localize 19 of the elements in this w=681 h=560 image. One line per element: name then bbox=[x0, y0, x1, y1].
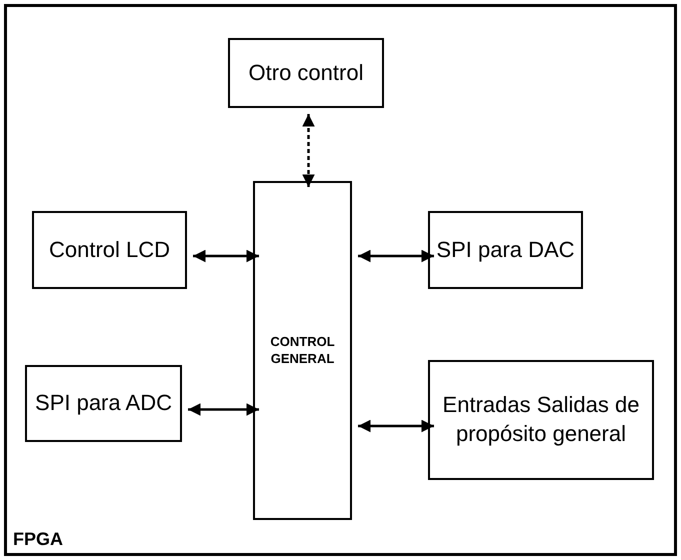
module-box bbox=[428, 211, 583, 289]
module-box bbox=[428, 360, 654, 480]
central-block bbox=[253, 181, 352, 520]
block-label: SPI para ADC bbox=[35, 389, 172, 418]
module-box bbox=[25, 365, 182, 442]
module-box bbox=[228, 38, 384, 108]
block-label: SPI para DAC bbox=[436, 236, 575, 264]
block-label: Control LCD bbox=[48, 236, 170, 264]
block-label: Otro control bbox=[248, 58, 364, 87]
double-arrow bbox=[188, 403, 259, 416]
frame-label: FPGA bbox=[13, 528, 64, 551]
double-arrow bbox=[358, 420, 434, 432]
double-arrow bbox=[302, 114, 315, 187]
fpga-frame bbox=[4, 4, 677, 556]
double-arrow bbox=[193, 250, 259, 262]
double-arrow bbox=[358, 250, 434, 262]
block-label: Entradas Salidas de propósito general bbox=[442, 391, 640, 448]
module-box bbox=[32, 211, 187, 289]
block-label: CONTROL GENERAL bbox=[269, 334, 336, 368]
